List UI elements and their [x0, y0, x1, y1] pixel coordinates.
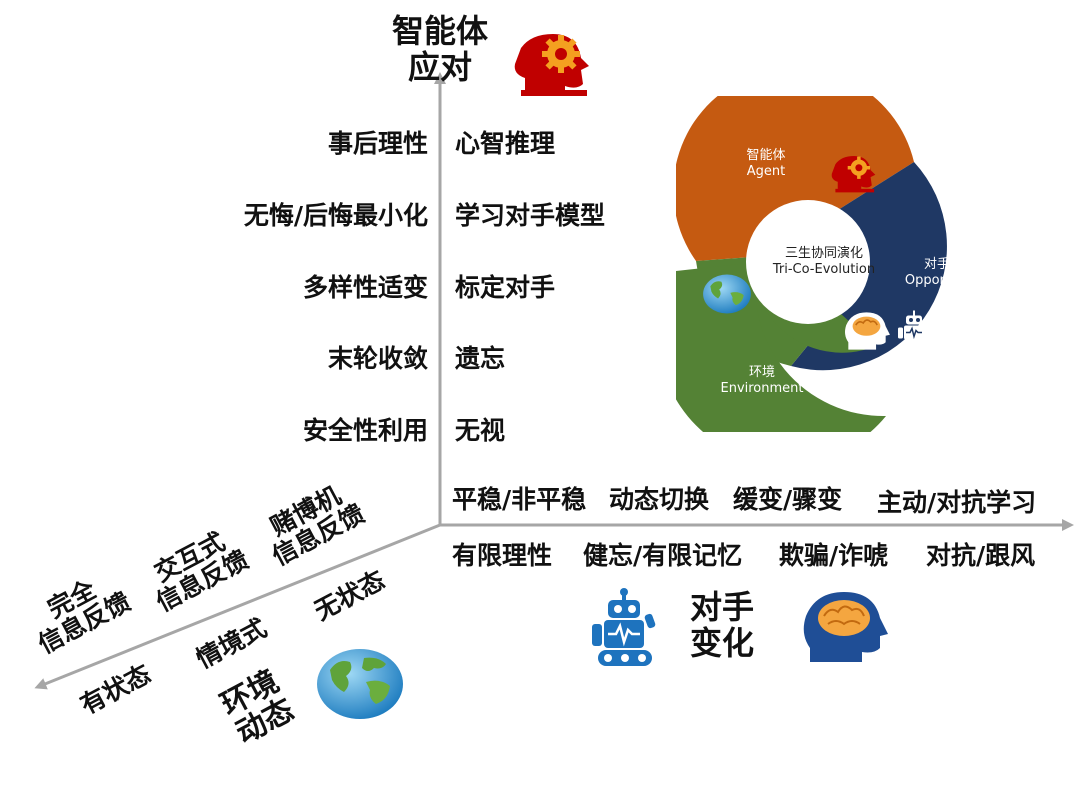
- agent-segment: [676, 96, 914, 261]
- left-item-1: 事后理性: [327, 129, 428, 158]
- cycle-robot-icon: [898, 310, 929, 349]
- cycle-environment-zh: 环境: [748, 365, 775, 380]
- bottom-item-4: 对抗/跟风: [926, 541, 1036, 570]
- right-item-3: 标定对手: [455, 273, 556, 302]
- top-item-2: 动态切换: [609, 485, 710, 514]
- opponent-change-title: 对手 变化: [690, 588, 755, 662]
- cycle-opponent-label: 对手 Opponent: [898, 257, 976, 290]
- right-item-4: 遗忘: [455, 344, 506, 373]
- cycle-brain-head-icon: [845, 312, 890, 350]
- bottom-item-3: 欺骗/诈唬: [779, 541, 889, 570]
- cycle-earth-globe-icon: [703, 274, 751, 314]
- left-item-4: 末轮收敛: [327, 344, 428, 373]
- earth-globe-icon: [317, 649, 403, 719]
- diagonal-axis-arrow: [34, 523, 441, 690]
- left-item-2: 无悔/后悔最小化: [243, 201, 428, 230]
- top-item-3: 缓变/骤变: [733, 485, 843, 514]
- left-item-5: 安全性利用: [302, 416, 428, 445]
- brain-head-icon: [803, 592, 888, 662]
- cycle-gear-head-icon: [831, 155, 876, 193]
- cycle-environment-label: 环境 Environment: [716, 365, 808, 398]
- cycle-agent-label: 智能体 Agent: [730, 148, 802, 181]
- agent-response-title: 智能体 应对: [388, 12, 492, 86]
- cycle-center-label: 三生协同演化 Tri-Co-Evolution: [764, 246, 884, 279]
- top-item-1: 平稳/非平稳: [452, 485, 587, 514]
- cycle-opponent-zh: 对手: [923, 257, 950, 272]
- agent-response-title-line1: 智能体: [391, 12, 488, 50]
- cycle-opponent-en: Opponent: [904, 273, 970, 289]
- right-item-5: 无视: [455, 416, 506, 445]
- opponent-change-title-line2: 变化: [690, 623, 755, 662]
- left-item-3: 多样性适变: [302, 273, 428, 302]
- gear-head-icon: [514, 34, 589, 96]
- opponent-change-title-line1: 对手: [690, 588, 755, 626]
- cycle-agent-zh: 智能体: [746, 148, 786, 163]
- bottom-item-2: 健忘/有限记忆: [583, 541, 743, 570]
- cycle-center-en: Tri-Co-Evolution: [772, 262, 876, 278]
- bottom-item-1: 有限理性: [452, 541, 553, 570]
- agent-response-title-line2: 应对: [407, 47, 472, 86]
- cycle-agent-en: Agent: [746, 164, 786, 180]
- robot-icon: [592, 588, 656, 666]
- right-item-2: 学习对手模型: [455, 201, 606, 230]
- cycle-environment-en: Environment: [720, 381, 804, 397]
- cycle-center-zh: 三生协同演化: [784, 246, 863, 261]
- top-item-4: 主动/对抗学习: [877, 488, 1037, 517]
- right-item-1: 心智推理: [455, 129, 556, 158]
